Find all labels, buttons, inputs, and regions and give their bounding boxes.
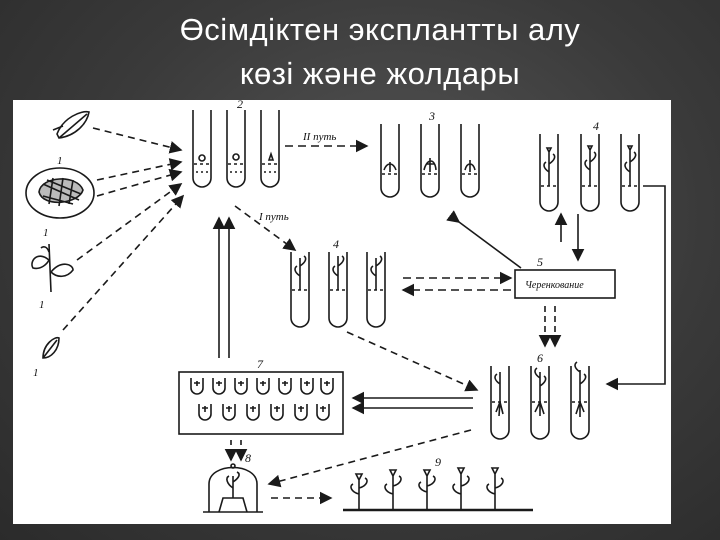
label-4-top: 4	[593, 119, 599, 133]
path1-arrow	[234, 205, 297, 251]
tubes-group-3	[380, 124, 480, 198]
greenhouse-dome-8	[203, 463, 263, 513]
label-3: 3	[428, 109, 435, 123]
arrow-6-to-8	[267, 429, 472, 488]
slide-title: Өсімдіктен эксплантты алу көзі және жолд…	[100, 8, 660, 96]
label-9: 9	[435, 455, 441, 469]
label-7: 7	[257, 357, 264, 371]
title-line-2: көзі және жолдары	[239, 56, 521, 91]
tubes-group-4-top	[539, 134, 640, 212]
arrow-4-to-6	[346, 331, 479, 392]
tubes-group-6-rooted	[490, 361, 590, 440]
label-path-1: I путь	[258, 211, 289, 223]
petri-dish-icon	[25, 167, 95, 219]
label-6: 6	[537, 351, 543, 365]
title-line-1: Өсімдіктен эксплантты алу	[179, 12, 581, 47]
stem-cutting-icon	[31, 243, 74, 293]
label-8: 8	[245, 451, 251, 465]
field-plants-9	[343, 467, 533, 512]
tubes-group-4-middle	[290, 252, 386, 328]
label-4-middle: 4	[333, 237, 339, 251]
label-1a: 1	[57, 155, 63, 167]
right-connector	[605, 185, 666, 391]
label-path-2: II путь	[302, 131, 336, 143]
label-2: 2	[237, 100, 243, 111]
tray-cups-row-1	[190, 378, 334, 395]
diagram-svg: 1 1 1 1 2 3 4 4 5 6 7 8 9 II путь I путь…	[25, 97, 666, 513]
label-1d: 1	[33, 367, 39, 379]
tray-cups-row-2	[198, 404, 330, 421]
tubes-group-2	[192, 110, 280, 188]
diagram-figure: 1 1 1 1 2 3 4 4 5 6 7 8 9 II путь I путь…	[13, 97, 671, 524]
leaf-small-icon	[42, 336, 60, 359]
label-5: 5	[537, 255, 543, 269]
label-1b: 1	[43, 227, 49, 239]
label-1c: 1	[39, 299, 45, 311]
label-cuttings: Черенкование	[525, 280, 584, 291]
cuttings-box	[514, 269, 616, 299]
source-arrows	[62, 127, 185, 331]
leaf-explant-icon	[52, 110, 90, 139]
tray-7	[178, 371, 344, 435]
arrow-5-to-3	[446, 210, 522, 269]
